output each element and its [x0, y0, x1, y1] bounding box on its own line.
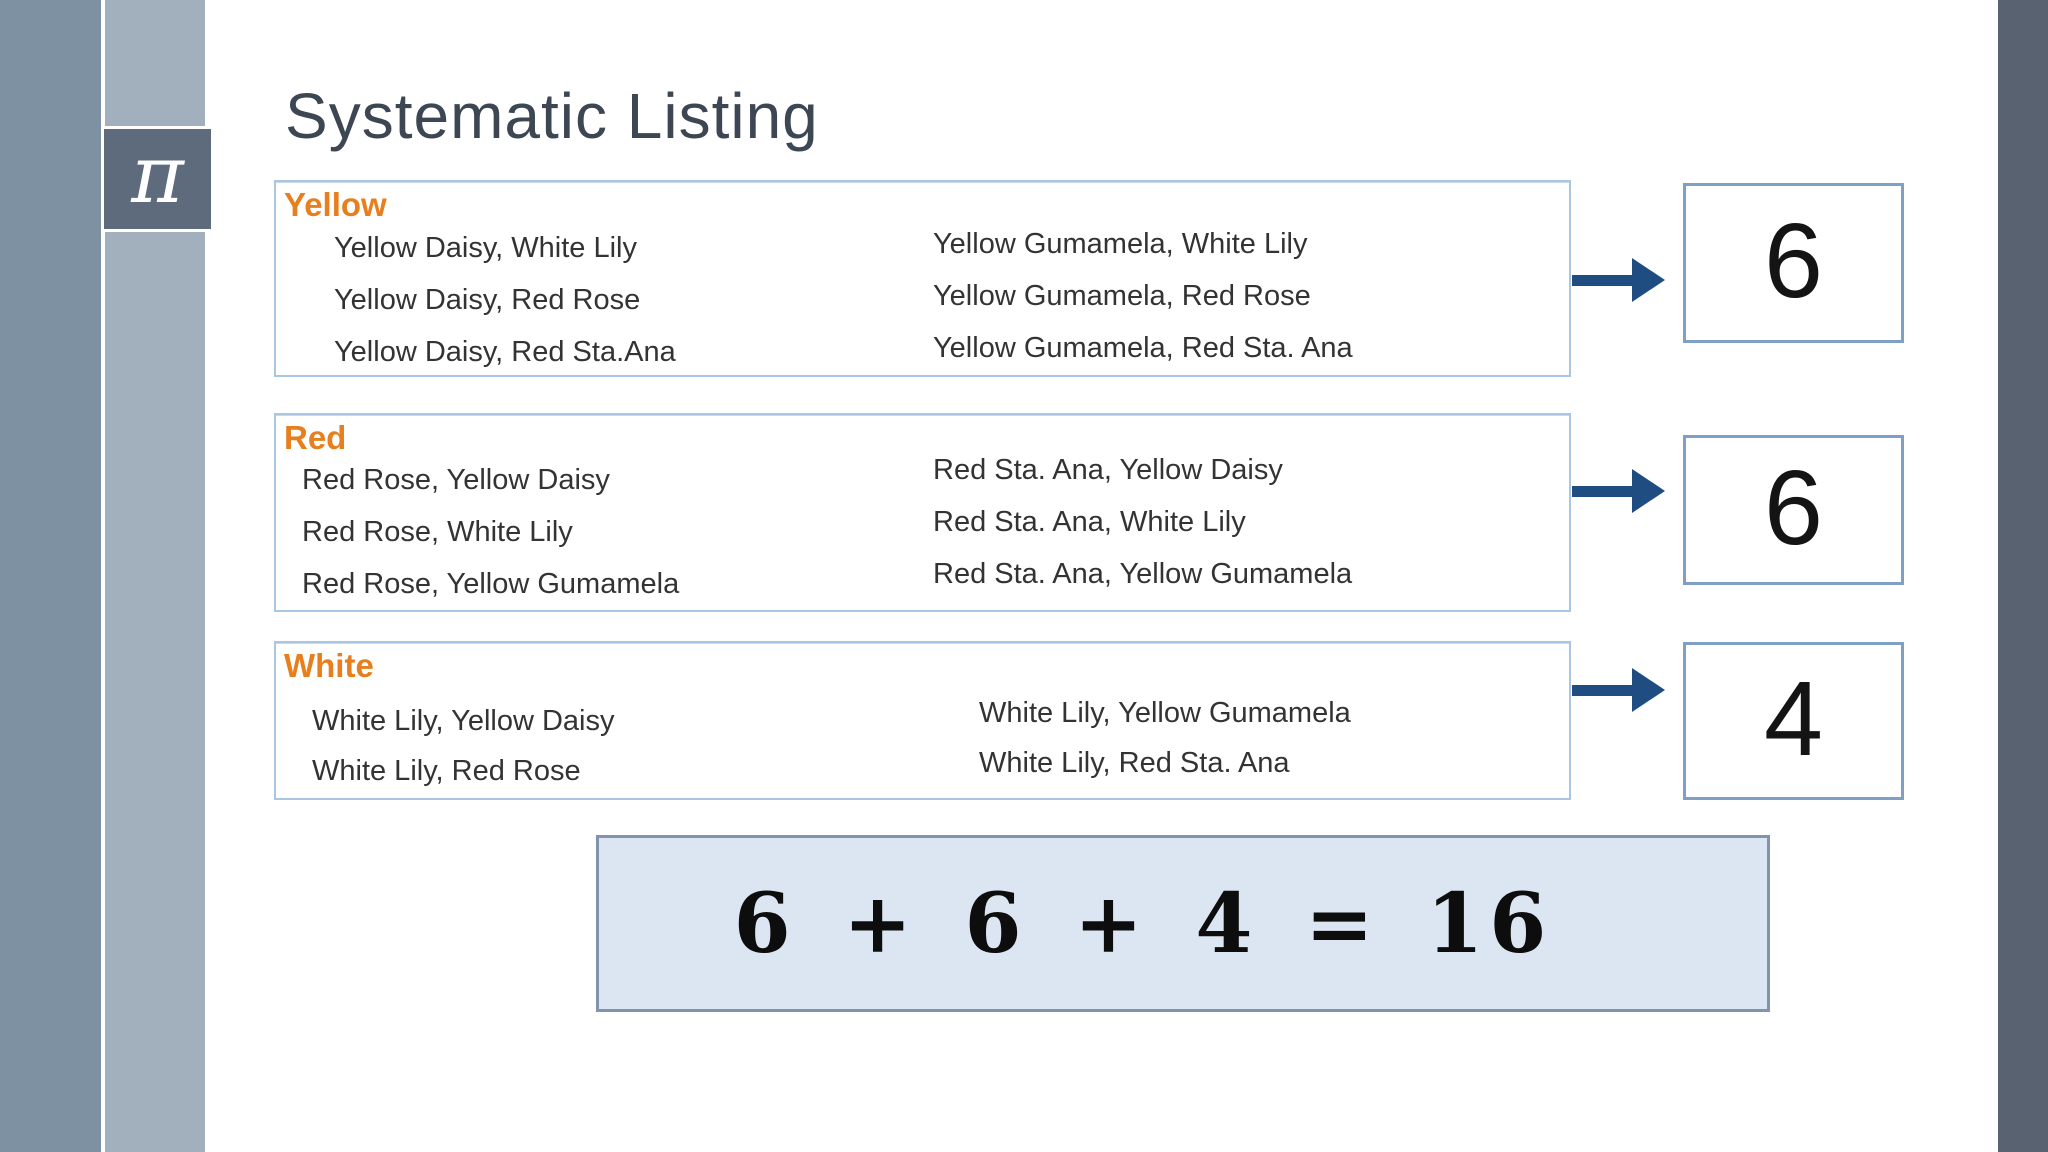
white-combinations-column-1: White Lily, Yellow Daisy White Lily, Red… [312, 696, 614, 796]
list-item: White Lily, Yellow Gumamela [979, 697, 1351, 729]
red-combinations-column-1: Red Rose, Yellow Daisy Red Rose, White L… [302, 454, 679, 610]
page-title: Systematic Listing [285, 80, 819, 152]
list-item: Red Sta. Ana, Yellow Daisy [933, 454, 1283, 486]
pi-logo-tile: π [104, 126, 211, 232]
group-label-red: Red [284, 419, 347, 456]
total-formula-box: 6 + 6 + 4 = 16 [596, 835, 1770, 1012]
count-value: 6 [1764, 449, 1823, 567]
sidebar-dark-strip [0, 0, 101, 1152]
count-box-white: 4 [1683, 642, 1904, 800]
list-item: Yellow Daisy, Red Rose [334, 284, 641, 316]
list-item: Red Rose, Yellow Daisy [302, 464, 610, 496]
yellow-combinations-column-2: Yellow Gumamela, White Lily Yellow Gumam… [933, 218, 1353, 374]
list-item: White Lily, Red Rose [312, 755, 581, 787]
arrow-right-icon [1572, 469, 1666, 513]
arrow-head [1632, 469, 1665, 513]
arrow-right-icon [1572, 258, 1666, 302]
total-formula: 6 + 6 + 4 = 16 [733, 875, 1553, 972]
arrow-shaft [1572, 685, 1634, 696]
yellow-group-box: Yellow Yellow Daisy, White Lily Yellow D… [274, 180, 1571, 377]
count-box-yellow: 6 [1683, 183, 1904, 343]
arrow-right-icon [1572, 668, 1666, 712]
right-edge-strip [1998, 0, 2048, 1152]
arrow-head [1632, 668, 1665, 712]
white-combinations-column-2: White Lily, Yellow Gumamela White Lily, … [979, 688, 1351, 788]
red-combinations-column-2: Red Sta. Ana, Yellow Daisy Red Sta. Ana,… [933, 444, 1352, 600]
list-item: Yellow Daisy, Red Sta.Ana [334, 336, 676, 368]
list-item: Yellow Gumamela, Red Rose [933, 280, 1311, 312]
list-item: Red Rose, White Lily [302, 516, 573, 548]
list-item: Yellow Daisy, White Lily [334, 232, 637, 264]
arrow-head [1632, 258, 1665, 302]
list-item: White Lily, Red Sta. Ana [979, 747, 1290, 779]
list-item: Yellow Gumamela, Red Sta. Ana [933, 332, 1353, 364]
list-item: Red Sta. Ana, Yellow Gumamela [933, 558, 1353, 590]
yellow-combinations-column-1: Yellow Daisy, White Lily Yellow Daisy, R… [334, 222, 676, 378]
group-label-yellow: Yellow [284, 186, 387, 223]
list-item: White Lily, Yellow Daisy [312, 705, 615, 737]
arrow-shaft [1572, 486, 1634, 497]
arrow-shaft [1572, 275, 1634, 286]
count-value: 6 [1764, 202, 1823, 320]
list-item: Yellow Gumamela, White Lily [933, 228, 1308, 260]
list-item: Red Sta. Ana, White Lily [933, 506, 1246, 538]
red-group-box: Red Red Rose, Yellow Daisy Red Rose, Whi… [274, 413, 1571, 612]
count-value: 4 [1764, 660, 1823, 778]
pi-icon: π [131, 128, 184, 221]
count-box-red: 6 [1683, 435, 1904, 585]
white-group-box: White White Lily, Yellow Daisy White Lil… [274, 641, 1571, 800]
list-item: Red Rose, Yellow Gumamela [302, 568, 680, 600]
group-label-white: White [284, 647, 374, 684]
